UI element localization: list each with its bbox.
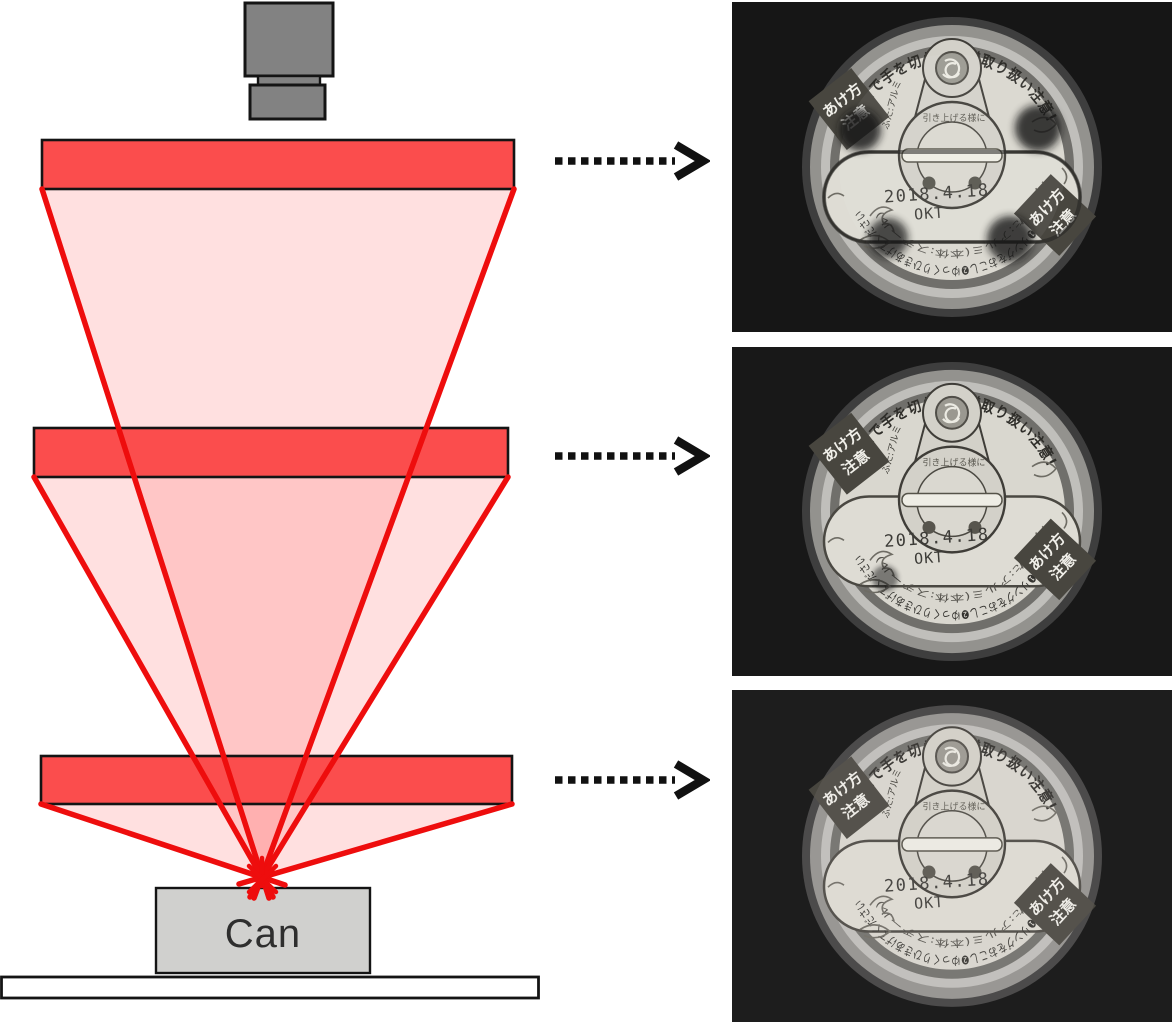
light-ray <box>31 474 276 900</box>
focus-burst <box>246 855 279 895</box>
lighting-diagram: Can <box>0 1 540 1000</box>
light-cone-1 <box>42 189 514 877</box>
light-ray <box>236 801 515 887</box>
shadow-blob <box>868 218 908 258</box>
photo-result-near <box>732 2 1172 332</box>
arrow-head <box>673 141 710 181</box>
light-ray <box>38 801 288 888</box>
shadow-blob <box>839 109 881 151</box>
light-ray <box>247 474 511 900</box>
light-ray <box>251 186 517 901</box>
camera-lens <box>248 83 327 121</box>
can-label: Can <box>225 912 301 956</box>
diffuse-overlays <box>802 705 1102 1007</box>
can-lid-image <box>802 362 1102 661</box>
dotted-arrow-3 <box>555 760 710 800</box>
can-box <box>154 886 372 975</box>
dotted-arrow-1 <box>555 141 710 181</box>
light-panel-1 <box>40 138 516 191</box>
camera <box>243 1 335 121</box>
harsh-shadow-overlays <box>822 54 1082 280</box>
photo-result-mid <box>732 347 1172 676</box>
light-cone-2 <box>34 477 508 877</box>
arrow-head <box>673 436 710 476</box>
light-rays <box>31 186 517 901</box>
emboss-shadow <box>822 150 1082 244</box>
light-panel-2 <box>32 426 510 479</box>
soften-veil <box>802 705 1102 1007</box>
light-panel-3 <box>39 754 514 806</box>
camera-body <box>243 1 335 78</box>
arrow-head <box>673 760 710 800</box>
shadow-blob <box>987 216 1033 262</box>
light-ray <box>39 186 272 901</box>
conveyor-floor <box>0 975 540 1000</box>
shadow-blob <box>1015 105 1061 151</box>
shadow-blob <box>872 565 898 592</box>
mild-shadow-overlays <box>872 565 898 592</box>
photo-result-far <box>732 690 1172 1022</box>
dotted-arrow-2 <box>555 436 710 476</box>
